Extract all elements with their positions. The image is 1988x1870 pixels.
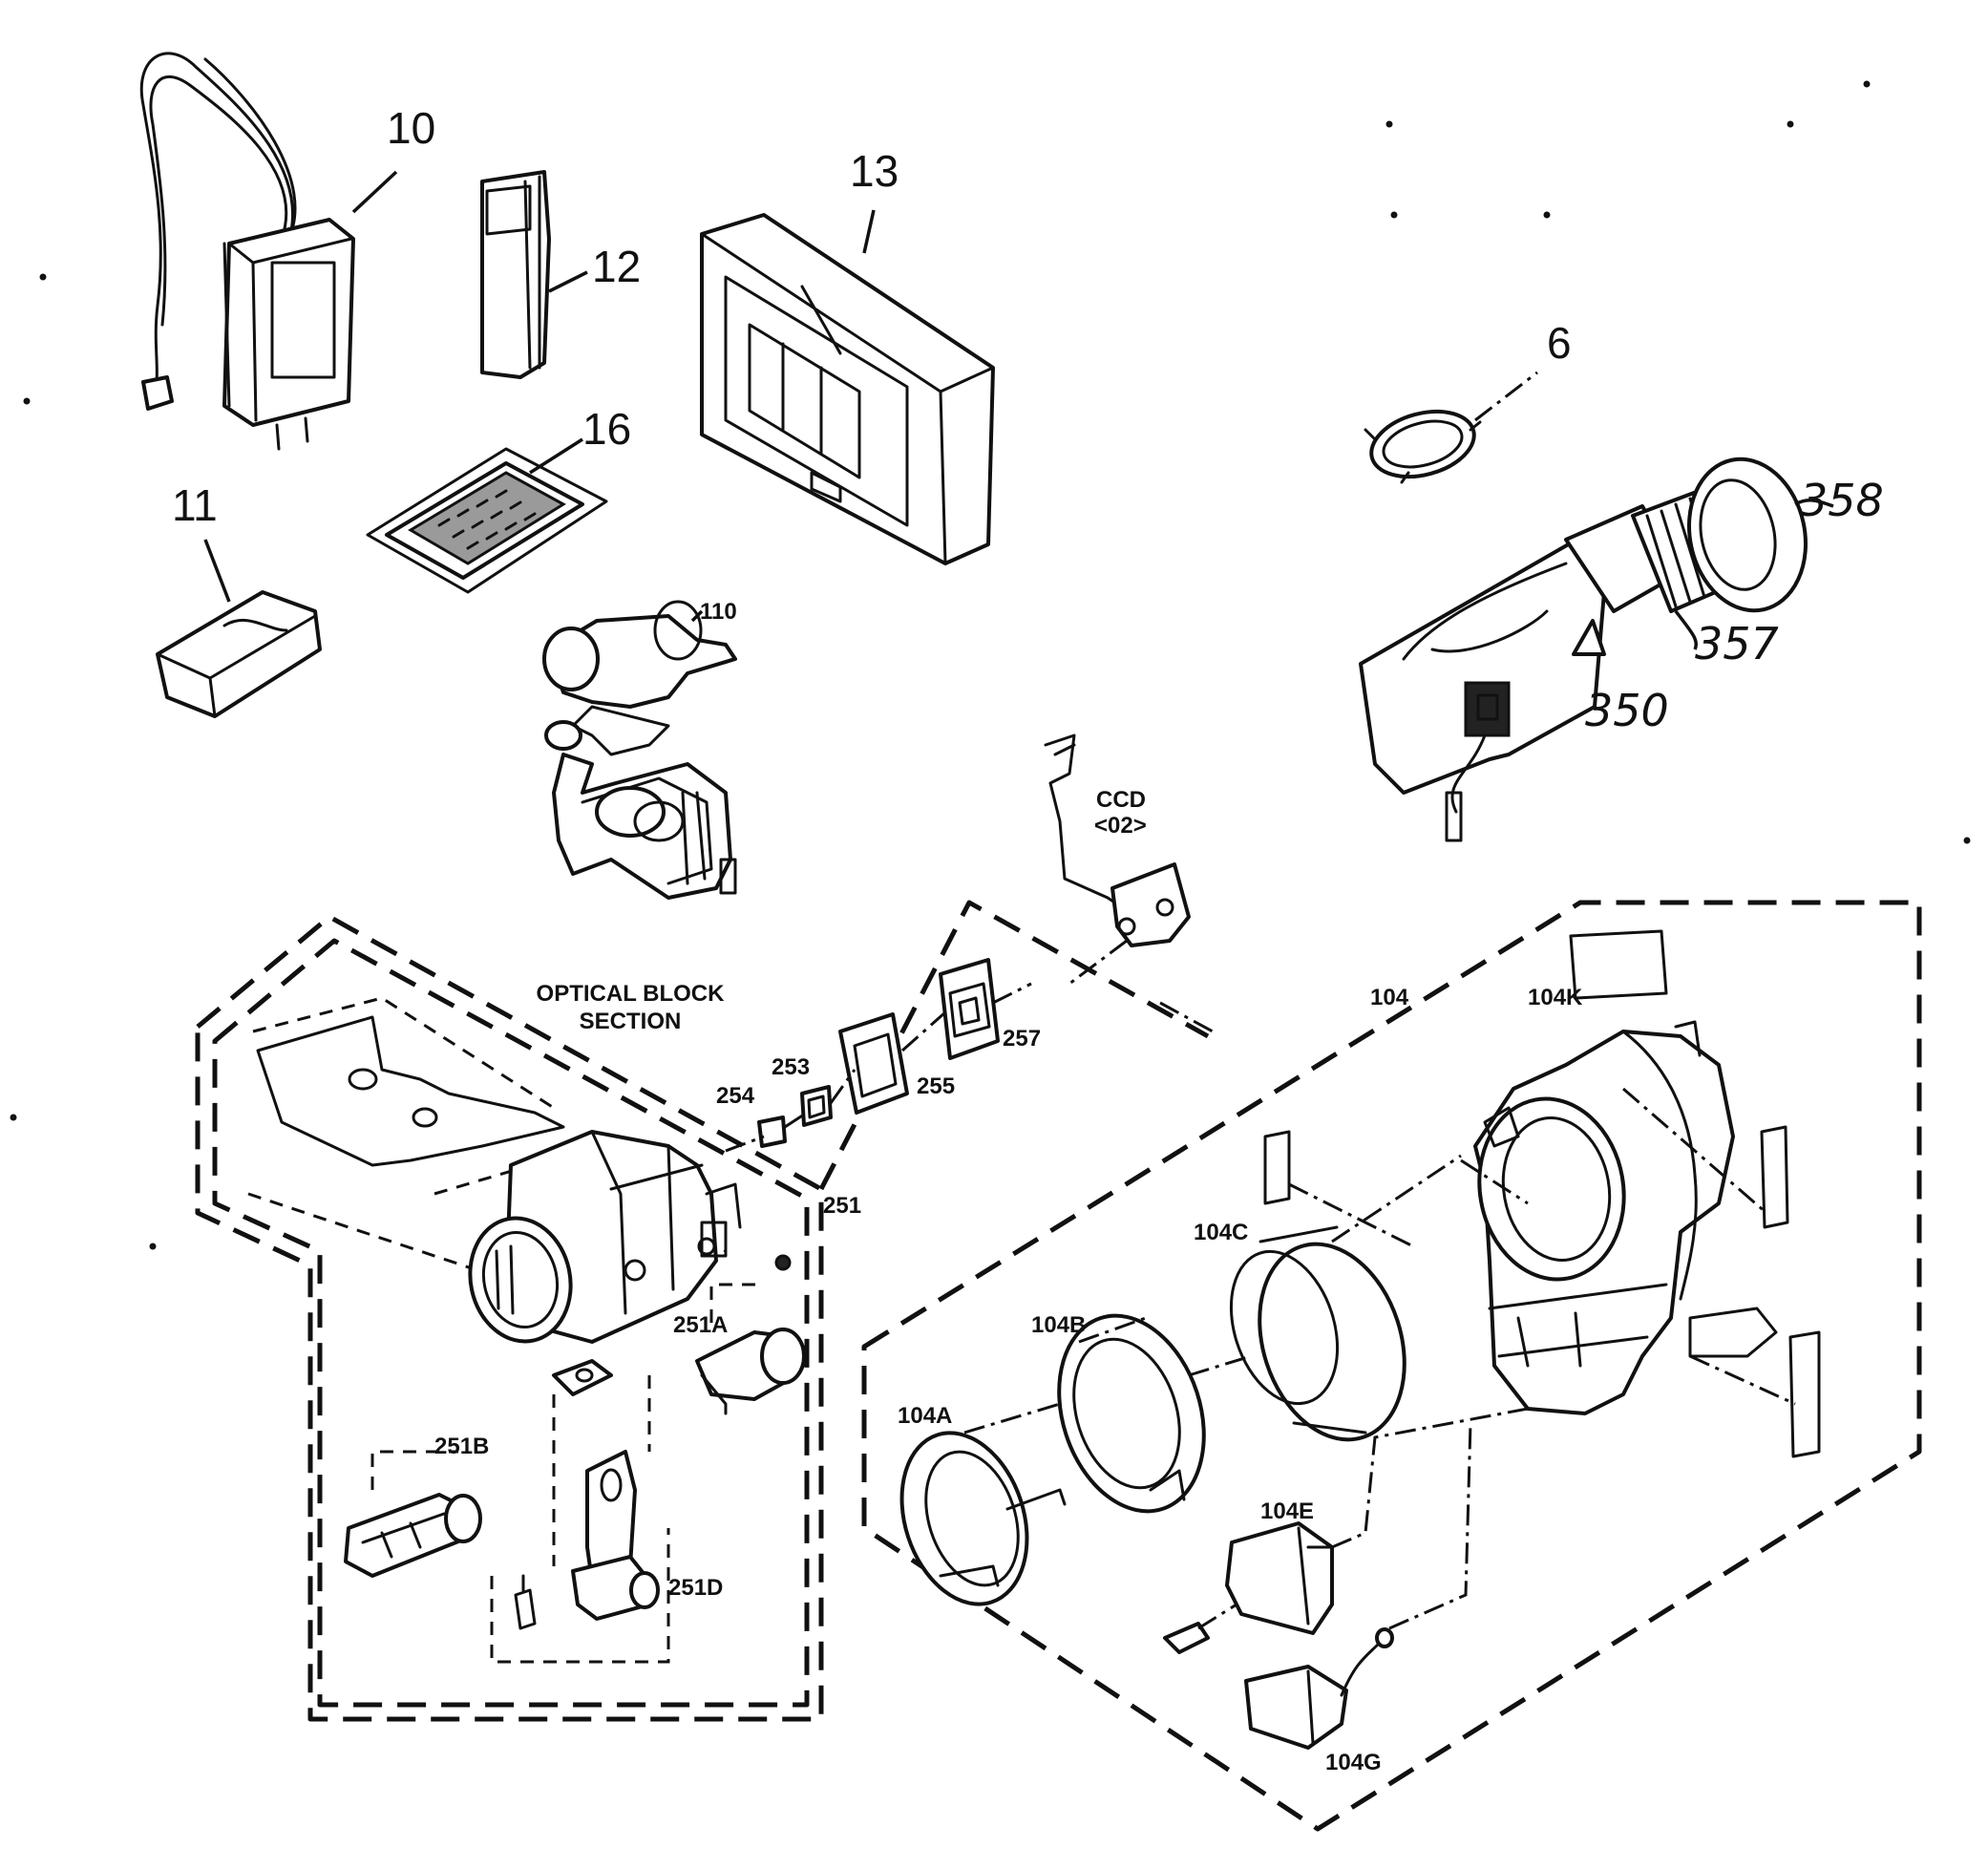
label-104C: 104C xyxy=(1194,1220,1248,1245)
lens-barrel-part xyxy=(247,996,792,1344)
ac-adapter-part: 10 xyxy=(139,52,435,451)
front-case-section: 104 104K xyxy=(861,900,1922,1832)
label-ccd: CCD xyxy=(1096,787,1146,813)
instruction-book-part: 13 xyxy=(700,146,995,565)
label-optical-section: SECTION xyxy=(580,1009,682,1034)
label-12: 12 xyxy=(592,242,641,291)
battery-part: 11 xyxy=(156,480,322,718)
label-358: 358 xyxy=(1800,475,1884,526)
label-11: 11 xyxy=(172,480,218,530)
label-255: 255 xyxy=(917,1073,955,1099)
optical-block-section: OPTICAL BLOCK SECTION 251 xyxy=(195,900,1210,1722)
label-10: 10 xyxy=(387,103,435,153)
switch-cover-104e-part: 104E xyxy=(1163,1407,1529,1654)
scan-specks xyxy=(10,80,1971,1250)
label-253: 253 xyxy=(772,1054,810,1080)
label-optical-block: OPTICAL BLOCK xyxy=(537,981,726,1007)
label-104B: 104B xyxy=(1031,1312,1086,1338)
jack-cover-104g-part: 104G xyxy=(1244,1422,1472,1775)
label-251D: 251D xyxy=(668,1575,723,1601)
ccd-flex-part: CCD <02> xyxy=(1044,733,1214,1033)
label-104: 104 xyxy=(1370,985,1409,1010)
label-104E: 104E xyxy=(1260,1498,1314,1524)
label-104G: 104G xyxy=(1325,1750,1382,1775)
label-257: 257 xyxy=(1003,1026,1041,1052)
label-110: 110 xyxy=(700,599,737,625)
motor-251a-part: 251A xyxy=(673,1283,806,1415)
remote-control-part: 16 xyxy=(366,404,631,594)
eyecup-ring-part: 6 xyxy=(1364,318,1572,484)
label-13: 13 xyxy=(850,146,899,196)
motor-251d-part: 251D xyxy=(490,1359,723,1664)
viewfinder-assembly-part: 358 357 350 xyxy=(1359,457,1884,842)
label-ccd-id: <02> xyxy=(1094,813,1147,839)
ccd-filter-stack: 254 253 255 257 xyxy=(716,958,1041,1153)
hand-strap-part: 12 xyxy=(480,170,641,379)
label-251: 251 xyxy=(823,1193,861,1219)
lens-ring-104b-part: 104B xyxy=(1031,1312,1252,1514)
label-350: 350 xyxy=(1585,685,1669,736)
label-251B: 251B xyxy=(434,1434,489,1459)
lens-hood-104a-part: 104A xyxy=(898,1402,1067,1606)
label-254: 254 xyxy=(716,1083,755,1109)
label-251A: 251A xyxy=(673,1312,728,1338)
camera-body-part xyxy=(1288,1020,1796,1415)
frame-assembly-part: 110 xyxy=(542,599,737,900)
label-357: 357 xyxy=(1695,618,1779,669)
label-6: 6 xyxy=(1547,318,1572,368)
lens-ring-104c-part: 104C xyxy=(1194,1154,1462,1442)
motor-251b-part: 251B xyxy=(344,1434,489,1578)
label-16: 16 xyxy=(582,404,631,454)
label-104A: 104A xyxy=(898,1403,952,1429)
